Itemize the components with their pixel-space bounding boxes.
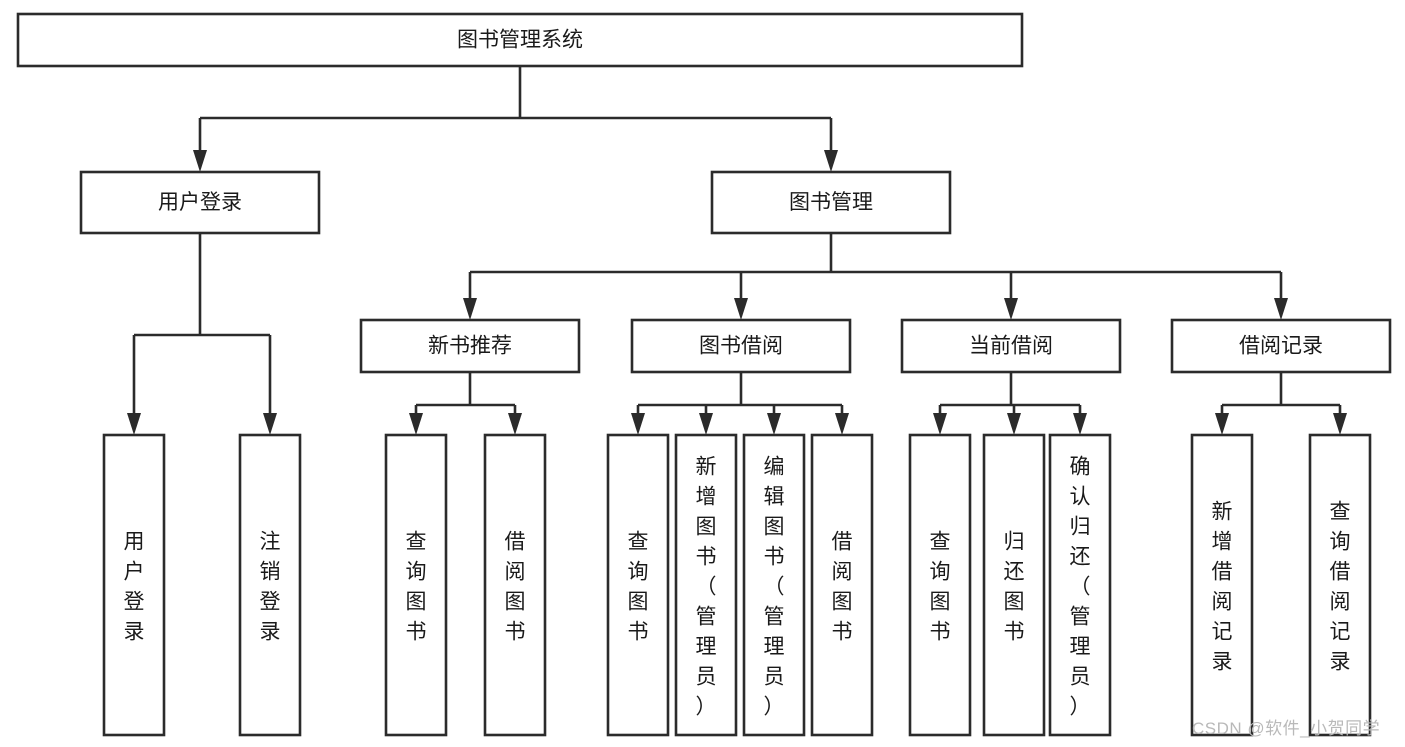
node-leaf-user-login[interactable]: 用户登录 (102, 433, 166, 737)
node-label-borrow-record: 借阅记录 (1239, 335, 1323, 358)
arrow-head-icon (409, 413, 423, 435)
node-label-leaf-query-borrow-record: 查询借阅记录 (1330, 500, 1351, 673)
node-label-leaf-query-book-1: 查询图书 (406, 530, 427, 643)
node-box-leaf-query-book-3[interactable] (908, 433, 972, 737)
node-leaf-query-book-3[interactable]: 查询图书 (908, 433, 972, 737)
node-box-book-borrow[interactable] (630, 318, 852, 374)
connector-layer (127, 66, 1347, 435)
node-label-root: 图书管理系统 (457, 29, 583, 52)
node-label-leaf-confirm-return-admin: 确认归还（管理员） (1070, 455, 1091, 718)
node-label-leaf-borrow-book-2: 借阅图书 (832, 530, 853, 643)
node-label-book-borrow: 图书借阅 (699, 335, 783, 358)
node-label-current-borrow: 当前借阅 (969, 335, 1053, 358)
node-leaf-edit-book-admin[interactable]: 编辑图书（管理员） (742, 433, 806, 737)
node-label-book-manage: 图书管理 (789, 191, 873, 214)
connector-group-root-to-level1 (193, 66, 838, 172)
node-label-user-login: 用户登录 (158, 191, 242, 214)
node-leaf-add-borrow-record[interactable]: 新增借阅记录 (1190, 433, 1254, 737)
arrow-head-icon (631, 413, 645, 435)
node-leaf-query-book-1[interactable]: 查询图书 (384, 433, 448, 737)
arrow-head-icon (508, 413, 522, 435)
connector-group-recommend-to-leaves (409, 372, 522, 435)
node-box-leaf-confirm-return-admin[interactable] (1048, 433, 1112, 737)
arrow-head-icon (835, 413, 849, 435)
node-user-login[interactable]: 用户登录 (79, 170, 321, 235)
arrow-head-icon (127, 413, 141, 435)
connector-group-bookmanage-to-level2 (463, 233, 1288, 320)
node-borrow-record[interactable]: 借阅记录 (1170, 318, 1392, 374)
node-label-leaf-user-login: 用户登录 (124, 530, 145, 643)
node-new-book-recommend[interactable]: 新书推荐 (359, 318, 581, 374)
node-box-leaf-query-book-2[interactable] (606, 433, 670, 737)
node-leaf-user-logout[interactable]: 注销登录 (238, 433, 302, 737)
node-leaf-add-book-admin[interactable]: 新增图书（管理员） (674, 433, 738, 737)
connector-group-record-to-leaves (1215, 372, 1347, 435)
node-box-leaf-add-book-admin[interactable] (674, 433, 738, 737)
node-book-manage[interactable]: 图书管理 (710, 170, 952, 235)
node-leaf-query-borrow-record[interactable]: 查询借阅记录 (1308, 433, 1372, 737)
node-current-borrow[interactable]: 当前借阅 (900, 318, 1122, 374)
connector-group-current-to-leaves (933, 372, 1087, 435)
arrow-head-icon (1007, 413, 1021, 435)
node-label-leaf-user-logout: 注销登录 (260, 530, 281, 643)
arrow-head-icon (824, 150, 838, 172)
arrow-head-icon (1004, 298, 1018, 320)
node-box-user-login[interactable] (79, 170, 321, 235)
node-label-leaf-return-book: 归还图书 (1004, 530, 1025, 643)
node-leaf-borrow-book-2[interactable]: 借阅图书 (810, 433, 874, 737)
node-box-root[interactable] (16, 12, 1024, 68)
node-box-leaf-borrow-book-1[interactable] (483, 433, 547, 737)
arrow-head-icon (767, 413, 781, 435)
connector-group-borrow-to-leaves (631, 372, 849, 435)
connector-group-userlogin-to-leaves (127, 233, 277, 435)
node-box-borrow-record[interactable] (1170, 318, 1392, 374)
node-label-leaf-add-borrow-record: 新增借阅记录 (1212, 500, 1233, 673)
arrow-head-icon (263, 413, 277, 435)
arrow-head-icon (699, 413, 713, 435)
node-label-leaf-add-book-admin: 新增图书（管理员） (696, 455, 717, 718)
node-box-leaf-add-borrow-record[interactable] (1190, 433, 1254, 737)
node-box-leaf-borrow-book-2[interactable] (810, 433, 874, 737)
node-box-leaf-query-book-1[interactable] (384, 433, 448, 737)
node-layer: 图书管理系统用户登录图书管理新书推荐图书借阅当前借阅借阅记录用户登录注销登录查询… (16, 12, 1392, 737)
node-book-borrow[interactable]: 图书借阅 (630, 318, 852, 374)
node-label-new-book-recommend: 新书推荐 (428, 335, 512, 358)
arrow-head-icon (193, 150, 207, 172)
node-root[interactable]: 图书管理系统 (16, 12, 1024, 68)
node-leaf-confirm-return-admin[interactable]: 确认归还（管理员） (1048, 433, 1112, 737)
arrow-head-icon (734, 298, 748, 320)
node-box-leaf-user-login[interactable] (102, 433, 166, 737)
node-box-leaf-return-book[interactable] (982, 433, 1046, 737)
arrow-head-icon (463, 298, 477, 320)
node-box-book-manage[interactable] (710, 170, 952, 235)
node-leaf-return-book[interactable]: 归还图书 (982, 433, 1046, 737)
node-box-current-borrow[interactable] (900, 318, 1122, 374)
arrow-head-icon (1333, 413, 1347, 435)
node-label-leaf-query-book-3: 查询图书 (930, 530, 951, 643)
node-box-leaf-query-borrow-record[interactable] (1308, 433, 1372, 737)
node-box-new-book-recommend[interactable] (359, 318, 581, 374)
arrow-head-icon (1274, 298, 1288, 320)
arrow-head-icon (1215, 413, 1229, 435)
node-label-leaf-edit-book-admin: 编辑图书（管理员） (764, 455, 785, 718)
node-label-leaf-query-book-2: 查询图书 (628, 530, 649, 643)
node-leaf-query-book-2[interactable]: 查询图书 (606, 433, 670, 737)
node-box-leaf-edit-book-admin[interactable] (742, 433, 806, 737)
node-box-leaf-user-logout[interactable] (238, 433, 302, 737)
arrow-head-icon (933, 413, 947, 435)
node-leaf-borrow-book-1[interactable]: 借阅图书 (483, 433, 547, 737)
arrow-head-icon (1073, 413, 1087, 435)
node-label-leaf-borrow-book-1: 借阅图书 (505, 530, 526, 643)
